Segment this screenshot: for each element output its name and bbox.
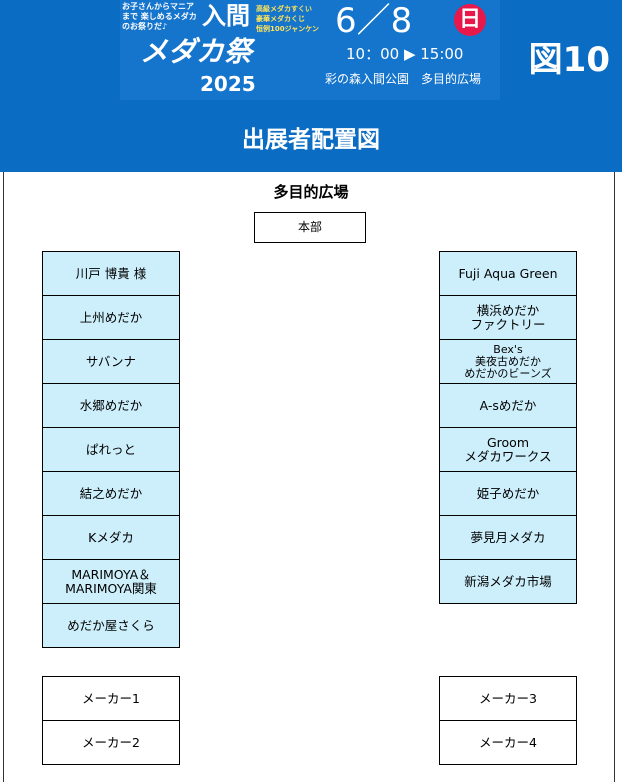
exhibitor-booth: 夢見月メダカ [439, 515, 577, 560]
maker-booth-label: メーカー4 [479, 734, 537, 750]
exhibitor-booth-label: 夢見月メダカ [470, 529, 546, 545]
exhibitor-booth-label: サバンナ [85, 353, 137, 369]
exhibitor-booth-label: MARIMOYA関東 [65, 580, 157, 596]
banner-tagline: お子さんからマニアまで 楽しめるメダカのお祭りだ♪ [122, 2, 197, 31]
highlight: 豪華メダカくじ [256, 15, 305, 23]
exhibitor-booth: 上州めだか [42, 295, 180, 340]
exhibitor-booth-label: Fuji Aqua Green [458, 265, 558, 281]
map-frame [3, 172, 615, 782]
exhibitor-booth: 横浜めだかファクトリー [439, 295, 577, 340]
event-date: 6／8 [335, 1, 413, 41]
exhibitor-booth-label: めだか屋さくら [67, 617, 155, 633]
left-maker-column: メーカー1 メーカー2 [42, 676, 180, 765]
highlight: 恒例100ジャンケン [256, 25, 320, 33]
exhibitor-booth-label: Groom [486, 434, 530, 450]
maker-booth: メーカー2 [42, 720, 180, 765]
maker-booth-label: メーカー2 [82, 734, 140, 750]
exhibitor-booth-label: 新潟メダカ市場 [464, 573, 552, 589]
event-time: 10：00 ▶ 15:00 [346, 45, 464, 63]
maker-booth-label: メーカー1 [82, 690, 140, 706]
maker-booth-label: メーカー3 [479, 690, 537, 706]
maker-booth: メーカー1 [42, 676, 180, 721]
exhibitor-booth: 姫子めだか [439, 471, 577, 516]
banner-name-2: メダカ祭 [140, 35, 253, 68]
exhibitor-booth-label: 水郷めだか [79, 397, 143, 413]
exhibitor-booth-label: MARIMOYA＆ [71, 566, 151, 582]
banner-name-1: 入間 [202, 2, 250, 30]
exhibitor-booth: サバンナ [42, 339, 180, 384]
exhibitor-booth: MARIMOYA＆MARIMOYA関東 [42, 559, 180, 604]
exhibitor-booth: Kメダカ [42, 515, 180, 560]
exhibitor-booth: ぱれっと [42, 427, 180, 472]
exhibitor-booth-label: 姫子めだか [476, 485, 540, 501]
exhibitor-booth: 川戸 博貴 様 [42, 251, 180, 296]
exhibitor-booth-label: Bex's [493, 342, 523, 356]
highlight: 高級メダカすくい [256, 5, 312, 13]
exhibitor-booth: 結之めだか [42, 471, 180, 516]
maker-booth: メーカー4 [439, 720, 577, 765]
left-exhibitor-column: 川戸 博貴 様上州めだかサバンナ水郷めだかぱれっと結之めだか Kメダカ MARIMO… [42, 251, 180, 648]
exhibitor-booth-label: A-sめだか [479, 397, 537, 413]
right-maker-column: メーカー3 メーカー4 [439, 676, 577, 765]
maker-booth: メーカー3 [439, 676, 577, 721]
exhibitor-booth-label: 上州めだか [79, 309, 143, 325]
exhibitor-booth-label: 美夜古めだか [475, 354, 541, 368]
exhibitor-booth: めだか屋さくら [42, 603, 180, 648]
banner-year: 2025 [200, 72, 256, 96]
exhibitor-booth-label: ファクトリー [470, 316, 546, 332]
event-banner: お子さんからマニアまで 楽しめるメダカのお祭りだ♪ 入間 メダカ祭 2025 高… [120, 0, 500, 100]
exhibitor-booth-label: めだかのビーンズ [464, 366, 552, 380]
exhibitor-booth-label: Kメダカ [88, 529, 134, 545]
page-title: 出展者配置図 [242, 127, 380, 153]
exhibitor-booth-label: 結之めだか [79, 485, 143, 501]
exhibitor-booth-label: ぱれっと [85, 441, 136, 457]
header: お子さんからマニアまで 楽しめるメダカのお祭りだ♪ 入間 メダカ祭 2025 高… [0, 0, 622, 172]
area-name: 多目的広場 [273, 183, 349, 201]
event-venue: 彩の森入間公園 多目的広場 [325, 72, 482, 86]
exhibitor-booth-label: メダカワークス [464, 448, 552, 464]
weekday-badge: 日 [454, 4, 486, 36]
exhibitor-booth: A-sめだか [439, 383, 577, 428]
headquarters-box: 本部 [254, 212, 366, 243]
figure-label: 図10 [528, 40, 610, 80]
exhibitor-booth-label: 川戸 博貴 様 [75, 265, 147, 281]
exhibitor-booth: 水郷めだか [42, 383, 180, 428]
exhibitor-booth: 新潟メダカ市場 [439, 559, 577, 604]
exhibitor-booth: Fuji Aqua Green [439, 251, 577, 296]
exhibitor-booth-label: 横浜めだか [476, 302, 540, 318]
